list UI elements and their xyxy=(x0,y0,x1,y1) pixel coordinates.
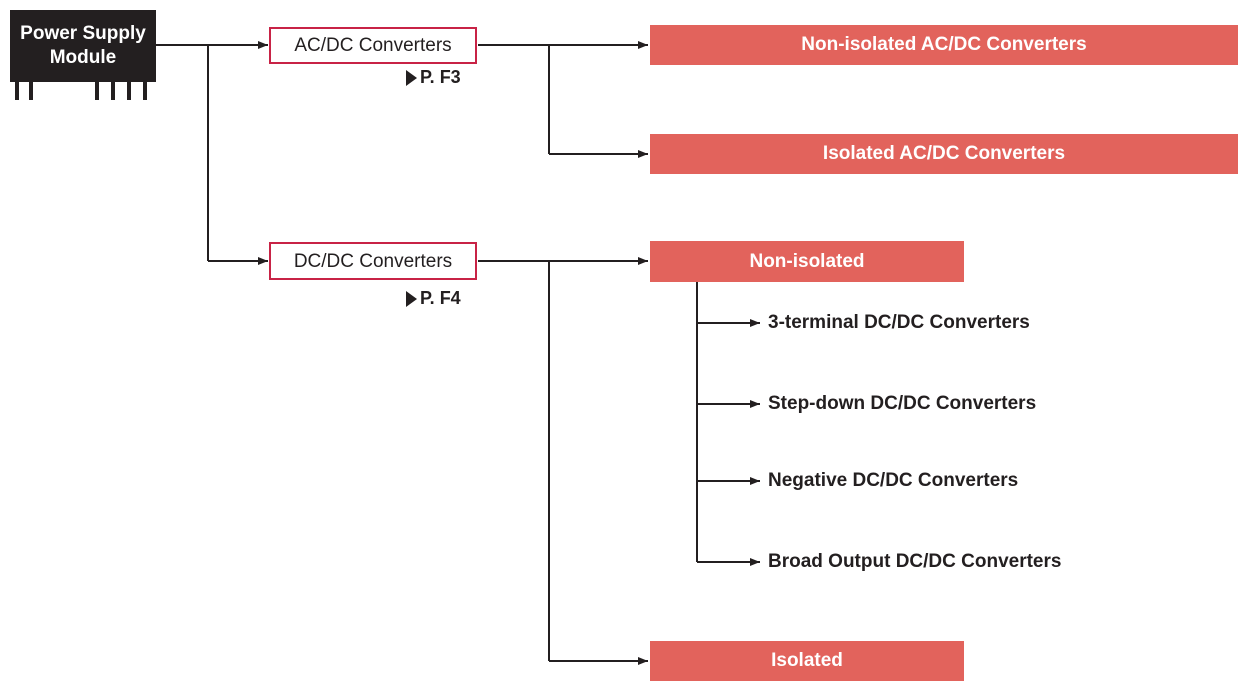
ac-dc-converters-label: AC/DC Converters xyxy=(294,35,452,56)
leaf-step-down-dc-dc[interactable]: Step-down DC/DC Converters xyxy=(768,393,1037,414)
module-pin xyxy=(111,82,115,100)
module-pin xyxy=(95,82,99,100)
module-pin xyxy=(29,82,33,100)
module-pin xyxy=(15,82,19,100)
power-supply-module-line1: Power Supply xyxy=(20,23,146,44)
isolated-node[interactable]: Isolated xyxy=(650,641,964,681)
power-supply-module-node: Power Supply Module xyxy=(10,10,156,82)
leaf-negative-dc-dc[interactable]: Negative DC/DC Converters xyxy=(768,470,1019,491)
isolated-ac-dc-node[interactable]: Isolated AC/DC Converters xyxy=(650,134,1238,174)
leaf-broad-output-dc-dc[interactable]: Broad Output DC/DC Converters xyxy=(768,551,1062,572)
dc-dc-page-ref-text: P. F4 xyxy=(420,288,461,308)
ac-dc-converters-node[interactable]: AC/DC Converters xyxy=(269,27,477,64)
module-pin xyxy=(143,82,147,100)
dc-dc-page-ref[interactable]: P. F4 xyxy=(406,288,461,309)
power-supply-module-line2: Module xyxy=(49,47,117,68)
ac-dc-page-ref[interactable]: P. F3 xyxy=(406,67,461,88)
dc-dc-converters-node[interactable]: DC/DC Converters xyxy=(269,242,477,280)
play-arrow-icon xyxy=(406,69,417,86)
leaf-3-terminal-dc-dc[interactable]: 3-terminal DC/DC Converters xyxy=(768,312,1030,333)
ac-dc-page-ref-text: P. F3 xyxy=(420,67,461,87)
isolated-ac-dc-label: Isolated AC/DC Converters xyxy=(822,143,1066,164)
module-pin xyxy=(127,82,131,100)
non-isolated-ac-dc-node[interactable]: Non-isolated AC/DC Converters xyxy=(650,25,1238,65)
isolated-label: Isolated xyxy=(771,650,843,671)
dc-dc-converters-label: DC/DC Converters xyxy=(293,250,453,272)
non-isolated-ac-dc-label: Non-isolated AC/DC Converters xyxy=(801,34,1087,55)
non-isolated-node[interactable]: Non-isolated xyxy=(650,241,964,282)
play-arrow-icon xyxy=(406,290,417,307)
non-isolated-label: Non-isolated xyxy=(749,250,865,272)
